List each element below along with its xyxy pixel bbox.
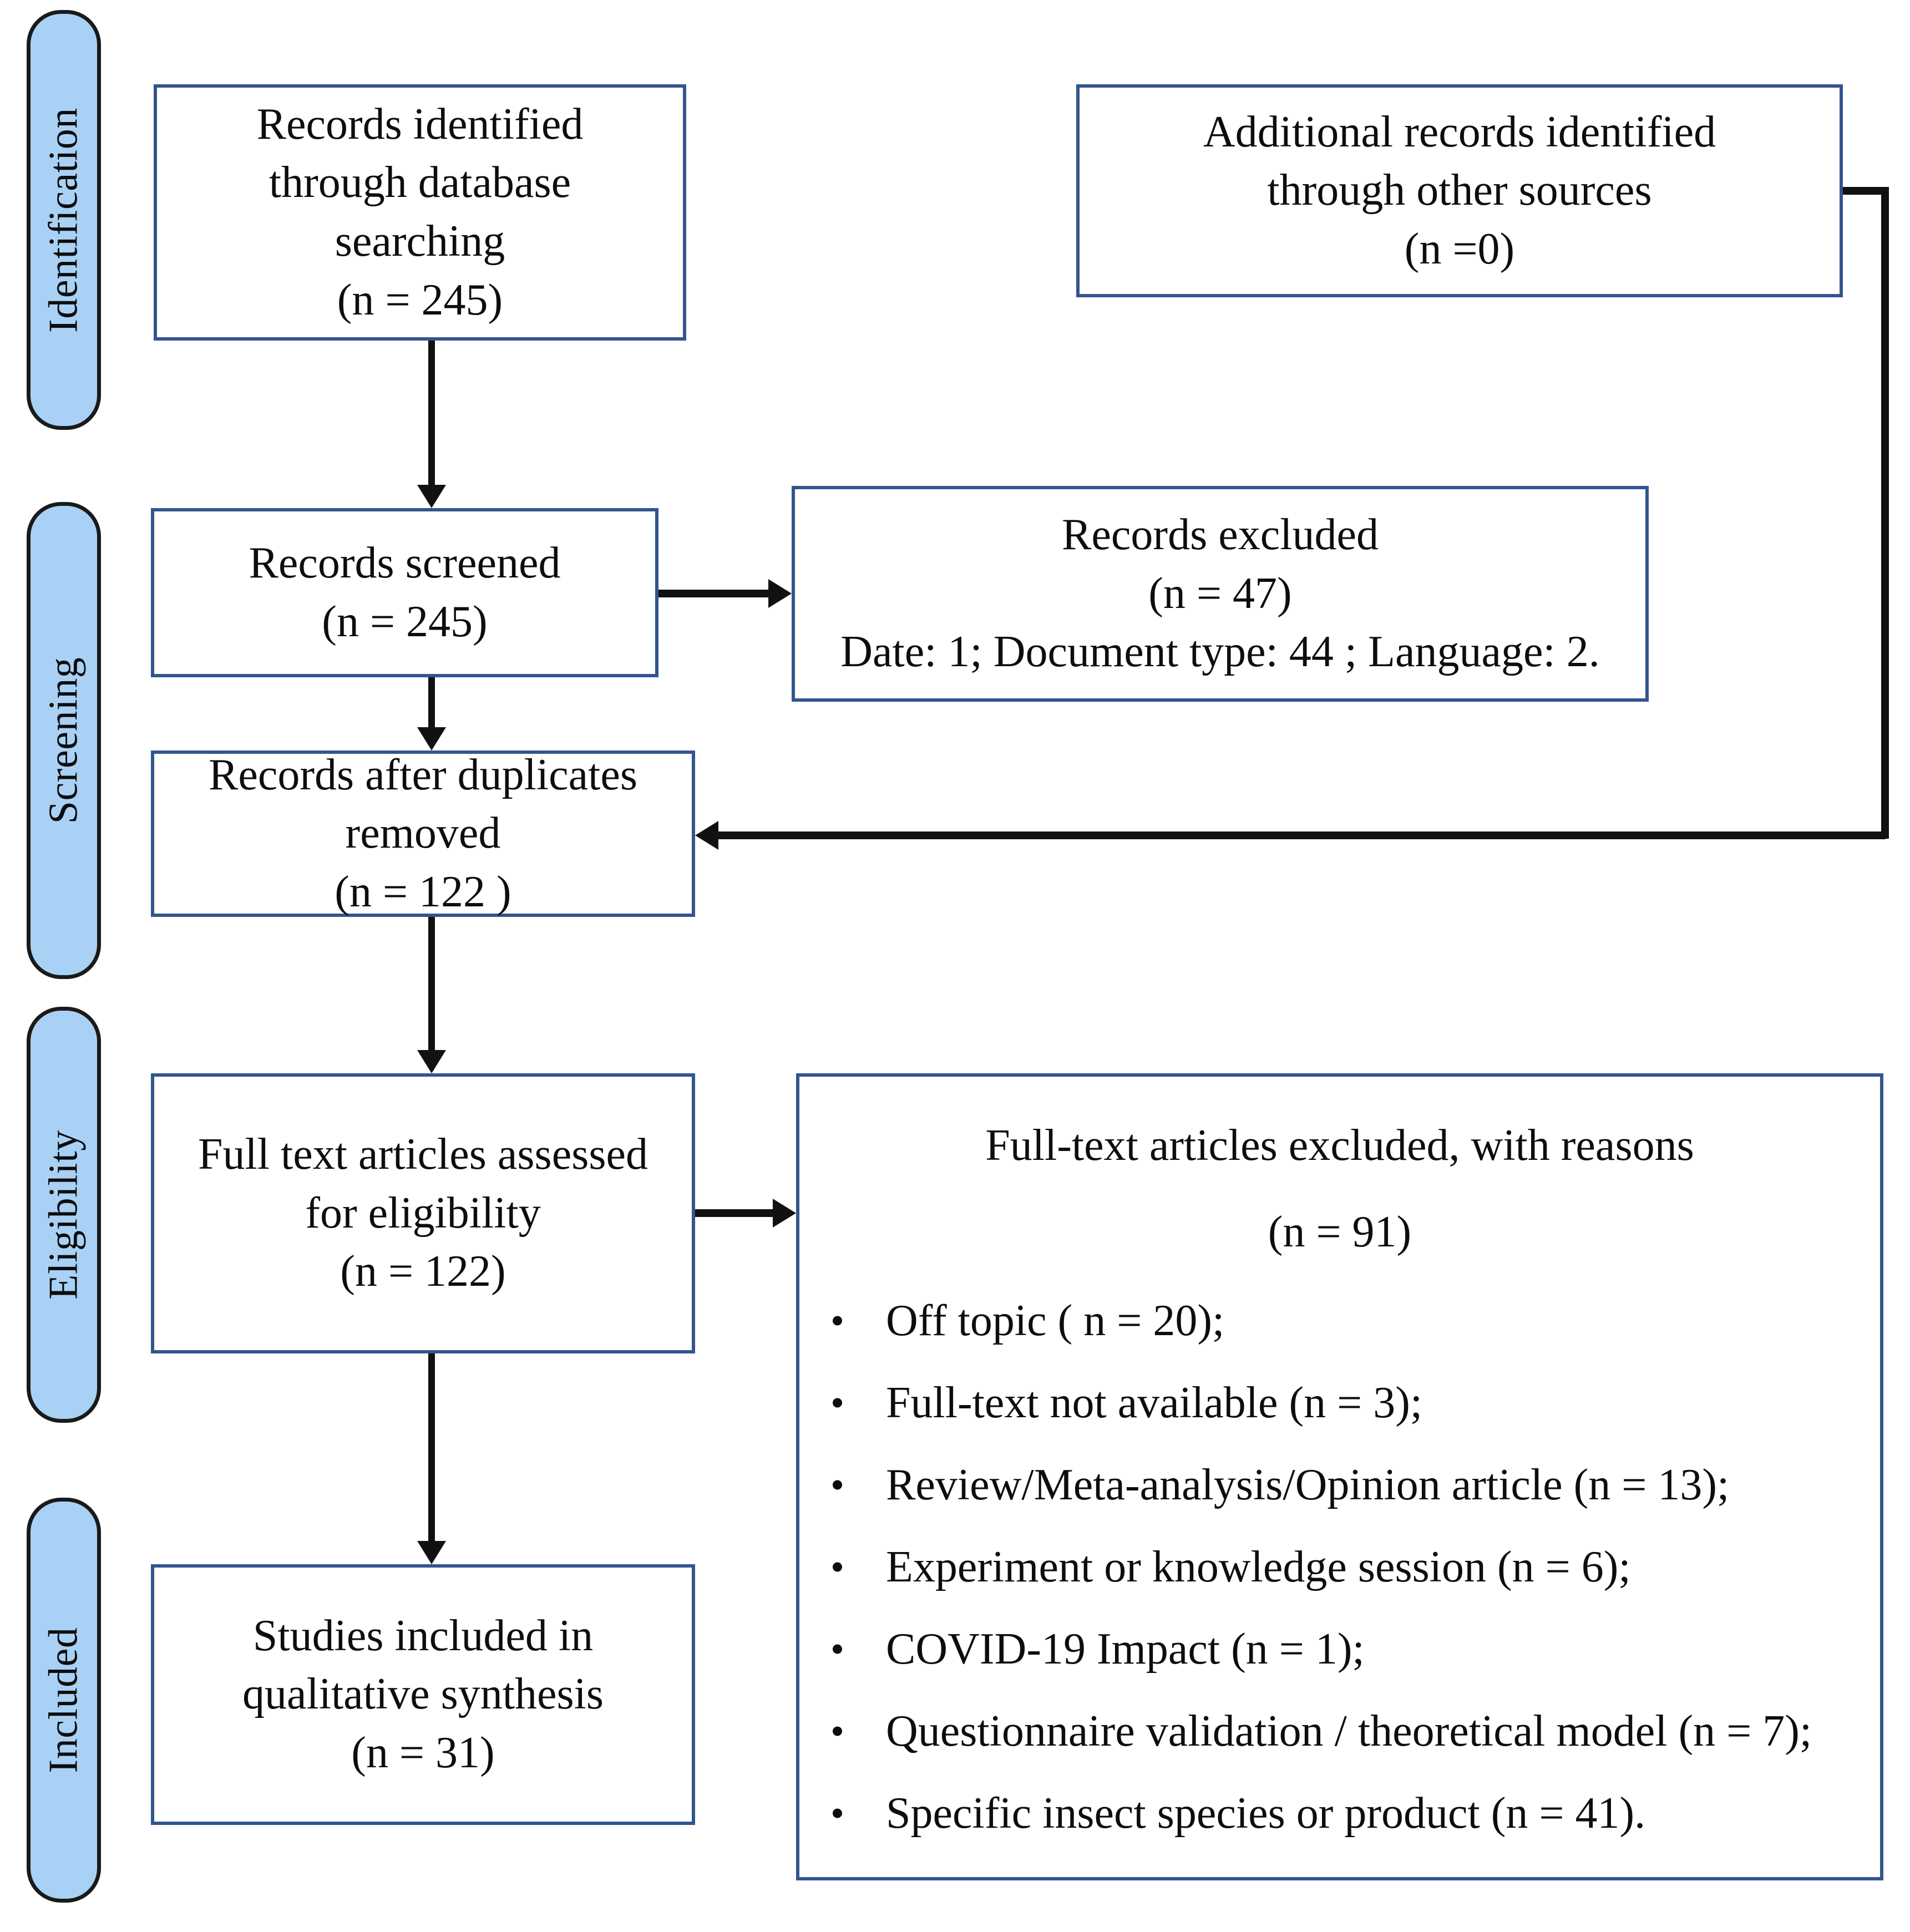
full-text-assessed-line-2: for eligibility (305, 1188, 541, 1238)
box-records-excluded: Records excluded (n = 47) Date: 1; Docum… (792, 486, 1649, 702)
list-item: Review/Meta-analysis/Opinion article (n … (814, 1457, 1866, 1513)
reason-text: Questionnaire validation / theoretical m… (886, 1707, 1812, 1756)
records-identified-line-2: through database (268, 158, 571, 207)
connector-additional-elbow-bottom (718, 831, 1886, 839)
box-records-screened: Records screened (n = 245) (151, 508, 658, 677)
records-identified-line-4: (n = 245) (337, 275, 503, 324)
box-full-text-assessed: Full text articles assessed for eligibil… (151, 1073, 695, 1353)
box-records-identified: Records identified through database sear… (154, 84, 686, 341)
bullet-icon (833, 1726, 842, 1736)
list-item: COVID-19 Impact (n = 1); (814, 1621, 1866, 1677)
connector-identified-to-screened (428, 341, 435, 485)
list-item: Specific insect species or product (n = … (814, 1786, 1866, 1841)
records-screened-line-1: Records screened (249, 538, 561, 587)
full-text-excluded-reason-list: Off topic ( n = 20); Full-text not avail… (814, 1293, 1866, 1841)
arrow-fulltext-to-reasons (773, 1199, 796, 1228)
box-studies-included: Studies included in qualitative synthesi… (151, 1564, 695, 1825)
full-text-assessed-line-1: Full text articles assessed (198, 1130, 648, 1179)
records-screened-line-2: (n = 245) (322, 597, 488, 646)
stage-label-eligibility: Eligibility (40, 1130, 87, 1300)
records-identified-line-3: searching (335, 217, 505, 266)
reason-text: COVID-19 Impact (n = 1); (886, 1625, 1365, 1674)
connector-additional-elbow-vertical (1881, 187, 1889, 839)
bullet-icon (833, 1808, 842, 1818)
stage-pill-screening: Screening (27, 502, 101, 979)
reason-text: Off topic ( n = 20); (886, 1296, 1225, 1345)
box-full-text-excluded: Full-text articles excluded, with reason… (796, 1073, 1883, 1880)
arrow-identified-to-screened (417, 485, 446, 508)
additional-records-line-2: through other sources (1267, 166, 1652, 215)
reason-text: Experiment or knowledge session (n = 6); (886, 1543, 1631, 1591)
arrow-screened-to-excluded (768, 579, 792, 608)
bullet-icon (833, 1562, 842, 1572)
additional-records-line-1: Additional records identified (1203, 107, 1716, 156)
reason-text: Full-text not available (n = 3); (886, 1378, 1423, 1427)
stage-pill-identification: Identification (27, 10, 101, 430)
bullet-icon (833, 1480, 842, 1490)
full-text-excluded-count: (n = 91) (1268, 1208, 1412, 1256)
arrow-fulltext-to-included (417, 1541, 446, 1564)
studies-included-line-2: qualitative synthesis (242, 1670, 604, 1719)
stage-pill-included: Included (27, 1498, 101, 1903)
additional-records-line-3: (n =0) (1404, 224, 1515, 273)
records-identified-line-1: Records identified (256, 99, 584, 149)
stage-pill-eligibility: Eligibility (27, 1007, 101, 1423)
reason-text: Specific insect species or product (n = … (886, 1789, 1646, 1838)
records-excluded-line-3: Date: 1; Document type: 44 ; Language: 2… (840, 627, 1600, 677)
bullet-icon (833, 1644, 842, 1654)
records-after-duplicates-line-1: Records after duplicates (208, 750, 637, 799)
list-item: Full-text not available (n = 3); (814, 1375, 1866, 1431)
stage-label-identification: Identification (40, 107, 87, 333)
records-excluded-line-1: Records excluded (1062, 510, 1379, 560)
stage-label-screening: Screening (40, 657, 87, 824)
bullet-icon (833, 1398, 842, 1408)
connector-duplicates-to-fulltext (428, 917, 435, 1050)
box-records-after-duplicates: Records after duplicates removed (n = 12… (151, 751, 695, 917)
records-after-duplicates-line-3: (n = 122 ) (335, 867, 511, 916)
connector-screened-to-excluded (658, 590, 768, 597)
full-text-excluded-title: Full-text articles excluded, with reason… (985, 1121, 1694, 1170)
arrow-additional-to-duplicates (695, 821, 718, 850)
connector-fulltext-to-included (428, 1353, 435, 1541)
connector-screened-to-duplicates (428, 677, 435, 727)
records-after-duplicates-line-2: removed (345, 809, 501, 858)
full-text-assessed-line-3: (n = 122) (340, 1247, 506, 1296)
reason-text: Review/Meta-analysis/Opinion article (n … (886, 1461, 1730, 1509)
records-excluded-line-2: (n = 47) (1148, 569, 1292, 618)
list-item: Off topic ( n = 20); (814, 1293, 1866, 1348)
bullet-icon (833, 1316, 842, 1326)
arrow-duplicates-to-fulltext (417, 1050, 446, 1073)
arrow-screened-to-duplicates (417, 727, 446, 751)
connector-fulltext-to-reasons (695, 1209, 773, 1217)
connector-additional-elbow-top (1843, 187, 1889, 195)
list-item: Experiment or knowledge session (n = 6); (814, 1539, 1866, 1595)
stage-label-included: Included (40, 1627, 87, 1773)
list-item: Questionnaire validation / theoretical m… (814, 1703, 1866, 1759)
box-additional-records: Additional records identified through ot… (1076, 84, 1843, 297)
studies-included-line-3: (n = 31) (351, 1728, 495, 1777)
studies-included-line-1: Studies included in (252, 1611, 594, 1660)
